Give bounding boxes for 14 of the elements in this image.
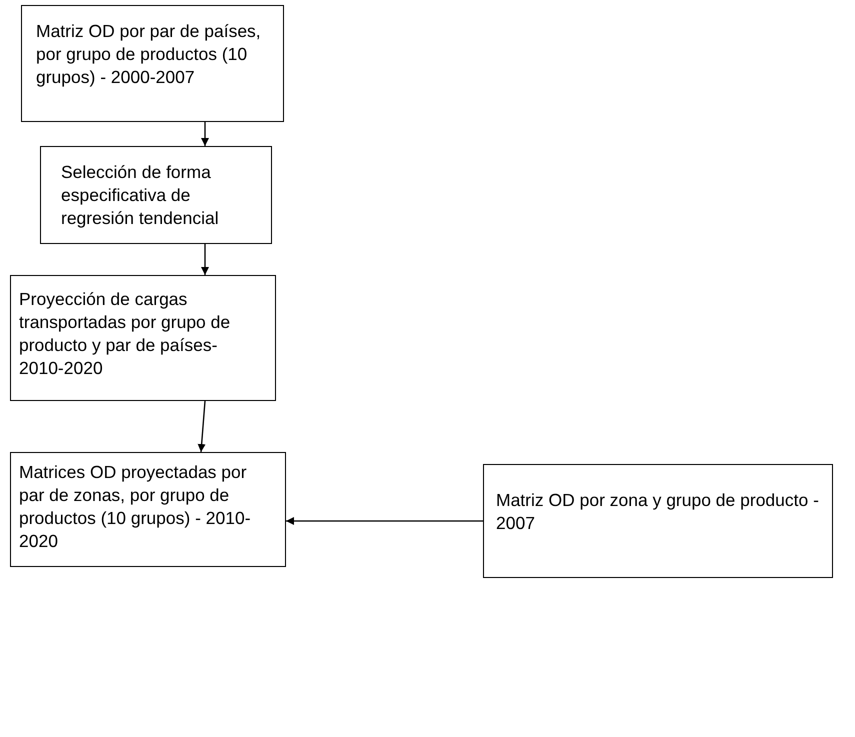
arrow xyxy=(201,244,209,275)
arrow xyxy=(286,517,483,525)
process-box xyxy=(40,146,272,244)
process-box xyxy=(10,275,276,401)
box-text: Matrices OD proyectadas por par de zonas, por grupo de productos (10 grupos) - 2010-2020 xyxy=(19,461,252,553)
box-text: Matriz OD por zona y grupo de producto - 2007 xyxy=(496,489,820,535)
process-box xyxy=(483,464,833,578)
process-box xyxy=(21,5,284,122)
arrow xyxy=(198,400,206,452)
box-text: Proyección de cargas transportadas por grupo de producto y par de países- 2010-2020 xyxy=(19,288,232,380)
box-text: Selección de forma especificativa de regresión tendencial xyxy=(61,161,220,230)
process-box xyxy=(10,452,286,567)
box-text: Matriz OD por par de países, por grupo de productos (10 grupos) - 2000-2007 xyxy=(36,20,262,89)
arrow xyxy=(201,122,209,146)
